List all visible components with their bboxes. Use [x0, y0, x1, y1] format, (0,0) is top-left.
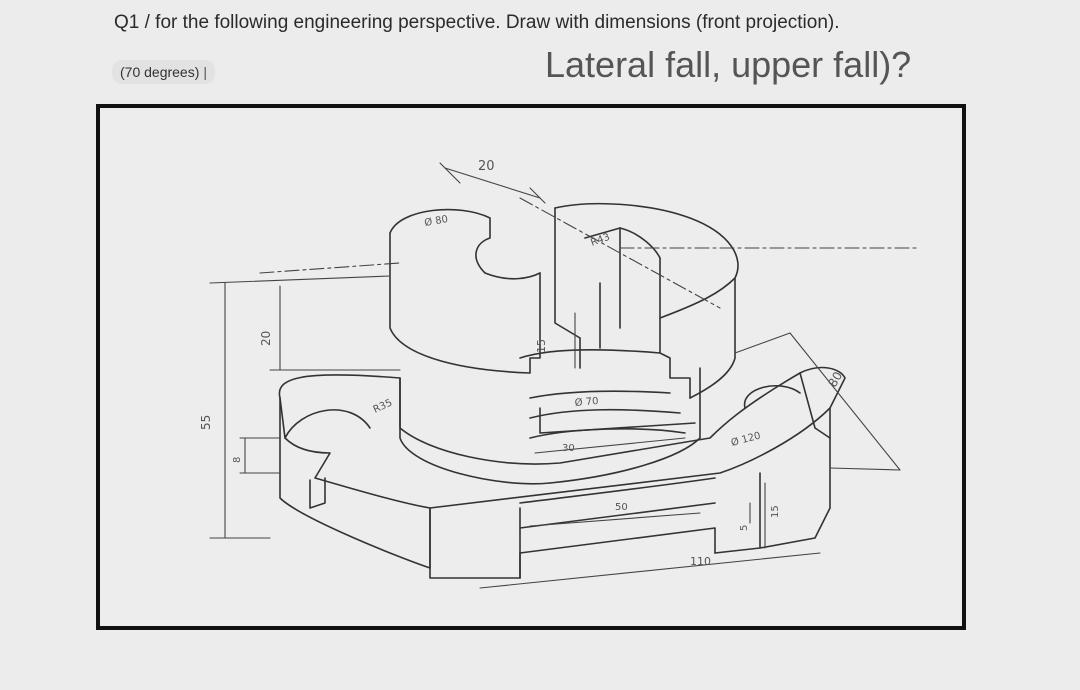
angle-tag: (70 degrees)| — [112, 60, 216, 84]
dim-15-mid: 15 — [535, 339, 548, 353]
lower-cylinder — [399, 367, 701, 485]
dim-50: 50 — [615, 502, 628, 513]
dim-55: 55 — [199, 415, 213, 430]
question-text: Q1 / for the following engineering persp… — [114, 12, 840, 33]
dimension-lines — [209, 162, 921, 589]
dim-30: 30 — [562, 443, 575, 454]
text-cursor: | — [203, 64, 208, 80]
dim-5: 5 — [739, 525, 750, 531]
angle-tag-label: (70 degrees) — [120, 64, 200, 80]
dim-8: 8 — [232, 457, 243, 463]
dim-phi120: Ø 120 — [730, 430, 762, 449]
isometric-drawing: 20 Ø 80 R43 20 55 8 R35 15 Ø 70 30 Ø 120… — [199, 159, 921, 589]
upper-cylinder — [389, 202, 739, 434]
dim-80: 80 — [825, 369, 845, 389]
dim-20-top: 20 — [478, 159, 495, 174]
dim-phi70: Ø 70 — [574, 395, 599, 409]
dimension-labels: 20 Ø 80 R43 20 55 8 R35 15 Ø 70 30 Ø 120… — [199, 159, 845, 568]
dim-r35: R35 — [372, 397, 394, 415]
dim-110: 110 — [690, 555, 711, 568]
drawing-frame: 20 Ø 80 R43 20 55 8 R35 15 Ø 70 30 Ø 120… — [96, 104, 966, 630]
dim-phi80: Ø 80 — [423, 213, 449, 229]
dim-15-right: 15 — [770, 505, 781, 518]
dim-20-left: 20 — [259, 331, 273, 346]
subtitle-text: Lateral fall, upper fall)? — [545, 44, 912, 85]
base-plate — [278, 366, 846, 579]
